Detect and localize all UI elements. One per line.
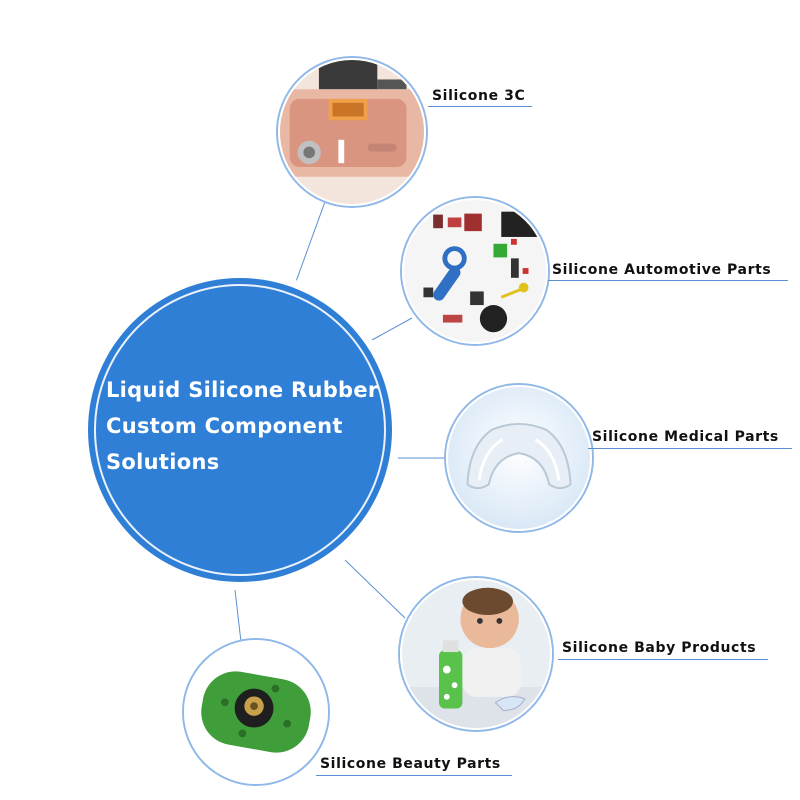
underline-3c	[428, 106, 532, 107]
hub-title-line-3: Solutions	[106, 450, 220, 474]
label-medical: Silicone Medical Parts	[592, 429, 779, 445]
link-automotive	[371, 317, 413, 341]
mouthguard-icon	[446, 385, 592, 531]
green-gasket-icon	[184, 640, 328, 784]
underline-beauty	[316, 775, 512, 776]
hub-title-line-2: Custom Component	[106, 414, 343, 438]
hub-ring	[94, 284, 386, 576]
label-beauty: Silicone Beauty Parts	[320, 756, 501, 772]
label-baby: Silicone Baby Products	[562, 640, 757, 656]
link-beauty	[234, 589, 242, 643]
automotive-parts-icon	[402, 198, 548, 344]
baby-bottle-icon	[400, 578, 552, 730]
link-baby	[344, 559, 406, 619]
hub-title-line-1: Liquid Silicone Rubber	[106, 378, 379, 402]
phone-internals-icon	[278, 58, 426, 206]
underline-baby	[558, 659, 768, 660]
underline-automotive	[548, 280, 788, 281]
label-3c: Silicone 3C	[432, 88, 526, 104]
underline-medical	[588, 448, 792, 449]
hub-title: Liquid Silicone Rubber Custom Component …	[106, 372, 406, 480]
label-automotive: Silicone Automotive Parts	[552, 262, 772, 278]
hub-circle	[80, 270, 400, 590]
